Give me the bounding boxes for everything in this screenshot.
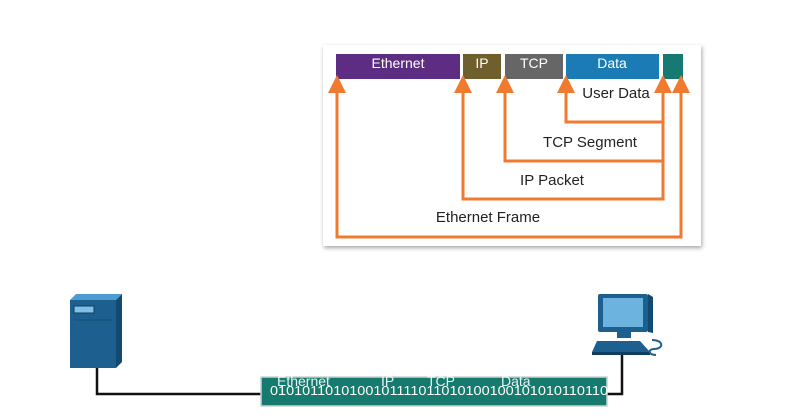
ip-header-block <box>463 54 501 79</box>
binary-bits: 0101011010100101111011010100100101010110… <box>270 383 608 398</box>
cable-left <box>95 368 261 396</box>
wire-data-label: Data <box>501 373 531 389</box>
server-icon <box>70 294 122 368</box>
wire-tcp-label: TCP <box>427 373 455 389</box>
ethernet-trailer-block <box>663 54 683 79</box>
bit-stream: Ethernet IP TCP Data 0101011010100101111… <box>260 373 608 407</box>
wire-ethernet-label: Ethernet <box>277 373 330 389</box>
ethernet-frame-bracket <box>328 75 690 239</box>
wire-ip-label: IP <box>381 373 394 389</box>
encapsulation-brackets <box>328 75 690 239</box>
tcp-header-block <box>505 54 563 79</box>
tcp-segment-label: TCP Segment <box>543 134 638 151</box>
computer-icon <box>592 294 663 356</box>
data-label: Data <box>597 55 627 71</box>
ip-header-label: IP <box>475 55 488 71</box>
data-block <box>566 54 659 79</box>
ip-packet-bracket <box>454 75 665 201</box>
user-data-label: User Data <box>582 85 650 102</box>
bit-stream-bar <box>260 376 608 407</box>
ethernet-frame-label: Ethernet Frame <box>436 209 540 226</box>
ethernet-header-label: Ethernet <box>372 55 425 71</box>
cable-right <box>607 350 624 396</box>
ethernet-header-block <box>336 54 460 79</box>
encapsulation-panel: Ethernet IP TCP Data User Data TCP Segme… <box>323 45 701 246</box>
ip-packet-label: IP Packet <box>520 172 585 189</box>
tcp-header-label: TCP <box>520 55 548 71</box>
